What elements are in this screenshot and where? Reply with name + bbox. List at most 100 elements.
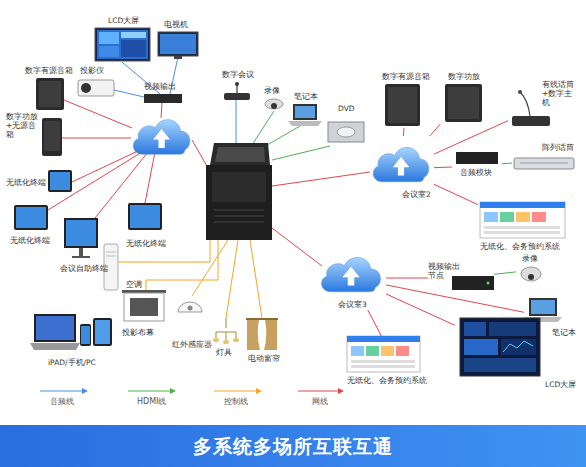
device-node: 无纸化终端: [8, 203, 58, 247]
device-node: 无纸化终端: [6, 168, 72, 196]
chandelier: [216, 318, 236, 340]
curtain: [246, 318, 278, 320]
device-node: 录像: [516, 254, 550, 286]
speaker: [388, 87, 417, 123]
device-label: 灯具: [216, 348, 232, 357]
network-line: [386, 278, 428, 279]
ir-sensor: [188, 306, 193, 311]
laptop: [288, 121, 322, 126]
lcd-wall: [501, 339, 536, 355]
control-wires: [192, 240, 228, 296]
lcd-screen: [95, 28, 150, 61]
projection-screen: [122, 290, 166, 321]
device-label: 笔记本: [294, 92, 318, 101]
cloud-arrow: [393, 157, 410, 176]
device-node: 无纸化、会务预约系统: [478, 200, 570, 252]
control-wires: [250, 240, 262, 318]
network-wires: [48, 100, 370, 266]
device-box: [144, 94, 498, 290]
device-node: LCD大屏: [92, 16, 154, 64]
curtain: [246, 318, 278, 350]
cloud-shape: [316, 246, 386, 298]
kiosk: [72, 256, 90, 258]
speaker: [445, 84, 482, 122]
ui-screenshot: [351, 346, 364, 356]
device-label: 阵列话筒: [542, 143, 574, 152]
device-label: 会议室3: [338, 300, 367, 309]
network-wires: [64, 100, 132, 128]
network-wires: [48, 152, 142, 210]
legend-samples: [214, 391, 258, 392]
curtain: [247, 320, 260, 350]
chandelier: [213, 338, 219, 342]
device-label: 有线话筒+数字主机: [542, 80, 580, 107]
device-node: DVD: [326, 104, 366, 150]
device-node: 电动窗帘: [242, 318, 284, 364]
device-node: iPAD/手机/PC: [28, 310, 114, 368]
device-label: 音频模块: [460, 168, 492, 177]
speaker: [39, 81, 61, 107]
ui-screenshot: [381, 346, 394, 356]
lcd-wall: [460, 318, 540, 376]
host-cabinet: [206, 143, 272, 240]
network-line: [434, 184, 478, 204]
laptop: [531, 300, 555, 314]
projector: [78, 80, 114, 96]
microphone: [224, 93, 250, 100]
lcd-wall: [489, 322, 536, 336]
audio-wires: [114, 90, 144, 97]
dvd-player: [337, 127, 355, 137]
ui-screenshot: [396, 346, 409, 356]
ui-screenshot: [366, 346, 379, 356]
device-label: 会议自助终端: [60, 264, 108, 273]
lcd-screen: [99, 46, 119, 57]
microphone: [512, 116, 550, 126]
projector: [81, 83, 91, 93]
projection-screen: [124, 293, 164, 321]
lcd-wall: [503, 341, 533, 352]
microphone: [224, 82, 550, 126]
legend-samples: [338, 388, 344, 394]
device-node: 音频模块: [452, 150, 502, 182]
tablet: [50, 172, 70, 190]
device-node: 数字有源音箱: [22, 66, 74, 112]
mobile-devices: [80, 324, 91, 346]
device-box: [487, 282, 490, 285]
device-label: 笔记本: [552, 328, 576, 337]
tv-set: [174, 56, 182, 59]
camera: [265, 99, 541, 281]
ir-sensor: [178, 302, 202, 312]
tv-set: [160, 34, 196, 54]
kiosk: [79, 248, 83, 256]
device-label: 无纸化终端: [10, 236, 50, 245]
legend-samples: [170, 388, 176, 394]
legend-text: HDMI线: [137, 397, 166, 407]
network-line: [403, 128, 405, 136]
lcd-screen: [121, 32, 146, 38]
device-box: [452, 276, 494, 290]
cloud-node: 会议室2: [368, 136, 434, 202]
host-cabinet: [210, 143, 270, 165]
laptop: [288, 104, 562, 322]
ui-screenshot: [347, 202, 565, 372]
network-line: [386, 294, 455, 325]
legend-samples: [40, 388, 344, 394]
device-label: 红外感应器: [172, 340, 212, 349]
cloud-arrow: [342, 267, 360, 286]
projection-screen: [130, 298, 158, 316]
legend-samples: [82, 388, 88, 394]
laptop: [529, 298, 557, 316]
tablet: [14, 205, 48, 230]
speaker: [44, 121, 60, 151]
microphone: [235, 82, 239, 86]
device-node: 录像: [260, 86, 286, 112]
ui-screenshot: [484, 231, 560, 234]
device-node: 无纸化终端: [120, 203, 170, 249]
mobile-devices: [95, 320, 110, 344]
speaker: [385, 84, 420, 126]
chandelier: [213, 318, 239, 344]
device-label: 视频输出: [144, 82, 176, 91]
camera: [528, 274, 534, 280]
laptop: [295, 106, 315, 118]
device-label: 空调: [126, 280, 142, 289]
